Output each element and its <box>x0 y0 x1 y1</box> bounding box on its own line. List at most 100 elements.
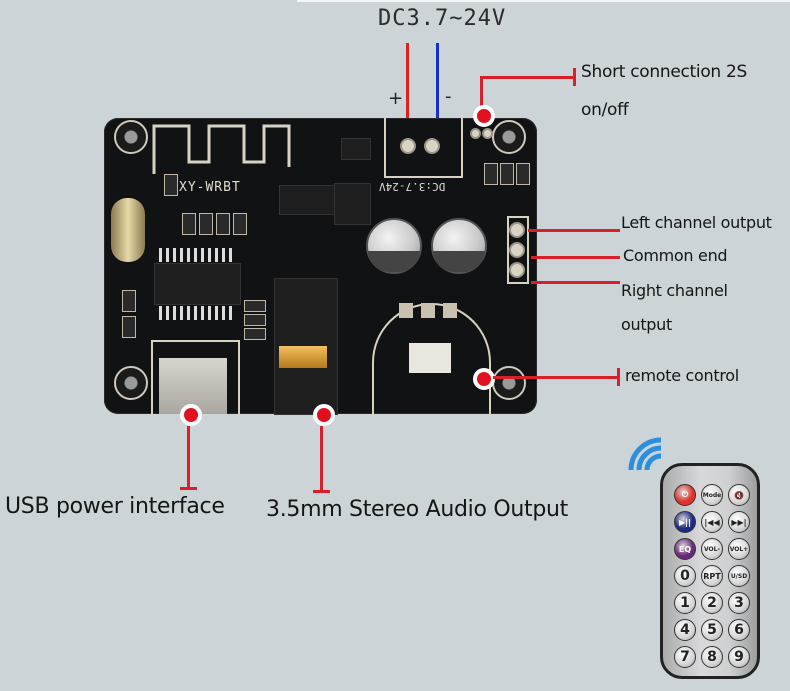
output-header-outline <box>507 216 529 284</box>
common-end-label: Common end <box>623 246 728 265</box>
callout-line-switch <box>480 76 575 79</box>
mounting-hole-tl <box>114 120 148 154</box>
remote-button-5[interactable]: 5 <box>701 619 723 641</box>
usb-outline <box>151 340 240 416</box>
bluetooth-audio-board: XY-WRBT DC:3.7-24V <box>104 118 537 416</box>
remote-button-vol[interactable]: VOL+ <box>728 538 750 560</box>
remote-button-6[interactable]: 6 <box>728 619 750 641</box>
remote-button-label: 1 <box>680 595 690 611</box>
smd-component <box>484 163 498 185</box>
remote-button-label: 4 <box>680 622 690 638</box>
callout-dot-audio <box>313 404 335 426</box>
remote-button-vol[interactable]: VOL- <box>701 538 723 560</box>
main-ic <box>154 263 241 305</box>
voltage-silkscreen: DC:3.7-24V <box>379 180 446 193</box>
switch-pad <box>482 128 493 139</box>
smd-component <box>164 174 178 196</box>
remote-button-label: 0 <box>680 568 690 584</box>
remote-button-usd[interactable]: U/SD <box>728 565 750 587</box>
smd-pad-row <box>399 303 459 318</box>
capacitor <box>366 218 422 274</box>
smd-component <box>122 316 136 338</box>
model-silkscreen: XY-WRBT <box>179 180 241 195</box>
smd-component <box>244 300 266 312</box>
remote-button-label: VOL+ <box>729 545 749 553</box>
remote-button-label: 3 <box>734 595 744 611</box>
smd-component <box>516 163 530 185</box>
callout-line-common <box>531 256 620 259</box>
remote-button-label: EQ <box>678 544 692 554</box>
power-pad-positive <box>400 138 416 154</box>
ic-pins-bottom <box>159 306 234 320</box>
remote-button-9[interactable]: 9 <box>728 646 750 668</box>
ir-remote: ⏻ Mode 🔇 ▶|| |◀◀ ▶▶| EQ VOL- VOL+ 0 RPT U/SD 1 2 3 4 5 6 7… <box>660 463 760 679</box>
callout-dot-switch <box>473 105 495 127</box>
mounting-hole-bl <box>114 366 148 400</box>
short-connection-label-2: on/off <box>581 100 629 120</box>
callout-tick <box>573 68 576 86</box>
ic-pins-top <box>159 248 234 262</box>
remote-button-power[interactable]: ⏻ <box>674 484 696 506</box>
remote-button-play-pause[interactable]: ▶|| <box>674 511 696 533</box>
remote-button-label: Mode <box>702 491 722 499</box>
callout-line-left-channel <box>528 229 620 232</box>
short-connection-label: Short connection 2S <box>581 62 748 82</box>
remote-button-label: 5 <box>707 622 717 638</box>
remote-button-mode[interactable]: Mode <box>701 484 723 506</box>
usb-power-label: USB power interface <box>5 494 225 519</box>
right-channel-label: Right channel <box>621 281 728 300</box>
callout-line-usb <box>187 426 190 488</box>
remote-control-label: remote control <box>625 366 739 385</box>
remote-button-label: 9 <box>734 649 744 665</box>
negative-wire <box>436 43 439 121</box>
smd-component <box>216 213 230 235</box>
smd-component <box>233 213 247 235</box>
power-pad-negative <box>424 138 440 154</box>
remote-button-label: 6 <box>734 622 744 638</box>
remote-button-8[interactable]: 8 <box>701 646 723 668</box>
remote-button-mute[interactable]: 🔇 <box>728 484 750 506</box>
callout-line-audio <box>320 426 323 491</box>
remote-button-4[interactable]: 4 <box>674 619 696 641</box>
smd-component <box>244 314 266 326</box>
power-icon: ⏻ <box>681 490 689 499</box>
previous-icon: |◀◀ <box>704 517 720 527</box>
remote-button-rpt[interactable]: RPT <box>701 565 723 587</box>
audio-jack-gold <box>279 346 327 368</box>
remote-button-7[interactable]: 7 <box>674 646 696 668</box>
capacitor <box>431 218 487 274</box>
right-channel-label-2: output <box>621 315 672 334</box>
remote-button-label: 2 <box>707 595 717 611</box>
mounting-hole-tr <box>492 120 526 154</box>
remote-button-eq[interactable]: EQ <box>674 538 696 560</box>
positive-wire <box>406 43 409 121</box>
remote-button-label: RPT <box>703 571 721 581</box>
smd-component <box>122 290 136 312</box>
remote-button-0[interactable]: 0 <box>674 565 696 587</box>
callout-tick <box>180 487 197 490</box>
voltage-title: DC3.7~24V <box>378 6 507 31</box>
mounting-hole-br <box>492 366 526 400</box>
common-pin <box>509 242 525 258</box>
callout-dot-usb <box>180 404 202 426</box>
remote-button-3[interactable]: 3 <box>728 592 750 614</box>
minus-sign: - <box>445 86 452 107</box>
left-channel-pin <box>509 222 525 238</box>
remote-button-previous[interactable]: |◀◀ <box>701 511 723 533</box>
play-pause-icon: ▶|| <box>679 517 691 527</box>
pcb-antenna <box>152 124 291 174</box>
callout-line-switch <box>480 76 483 111</box>
left-channel-label: Left channel output <box>621 213 772 232</box>
remote-button-next[interactable]: ▶▶| <box>728 511 750 533</box>
smd-component <box>182 213 196 235</box>
remote-button-1[interactable]: 1 <box>674 592 696 614</box>
callout-line-ir <box>493 376 618 379</box>
remote-button-label: 8 <box>707 649 717 665</box>
switch-pad <box>470 128 481 139</box>
remote-button-2[interactable]: 2 <box>701 592 723 614</box>
remote-button-label: 7 <box>680 649 690 665</box>
plus-sign: + <box>388 88 404 109</box>
top-white-strip <box>297 0 790 2</box>
callout-tick <box>617 368 620 386</box>
mute-icon: 🔇 <box>734 490 744 500</box>
